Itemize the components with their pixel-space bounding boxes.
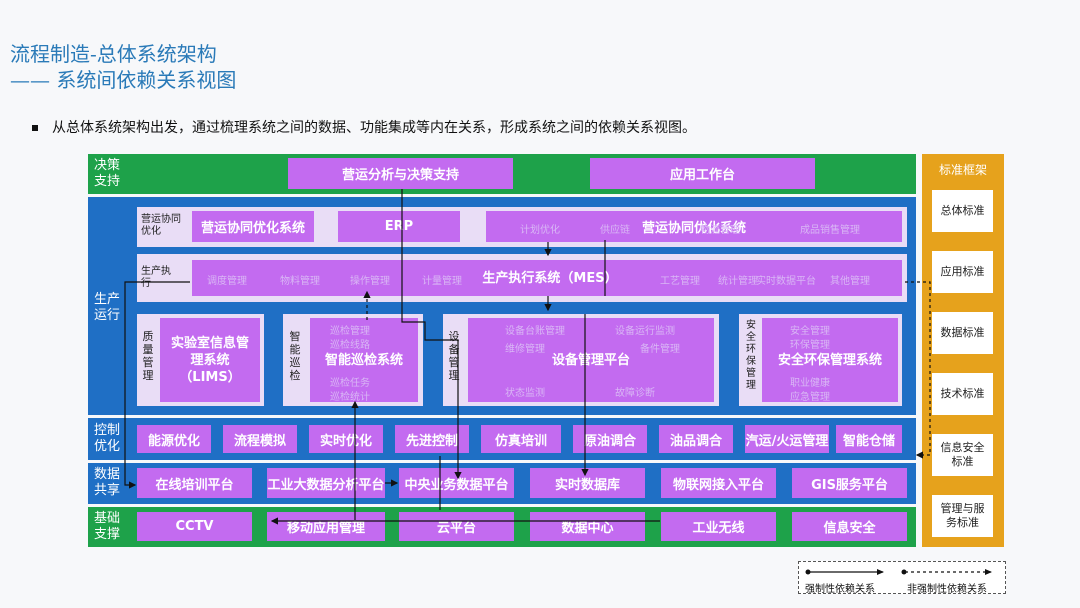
infra-item: 信息安全 <box>792 512 907 541</box>
production-label: 生产运行 <box>94 292 121 323</box>
ghost-label: 供应链 <box>600 225 630 236</box>
quality-label: 质量管理 <box>142 330 154 382</box>
ghost-label: 计划优化 <box>520 225 560 236</box>
ghost-label: 物流管理 <box>700 225 740 236</box>
ghost-label: 设备台账管理 <box>505 326 565 337</box>
data-item: 在线培训平台 <box>137 468 252 498</box>
ghost-label: 应急管理 <box>790 392 830 403</box>
ghost-label: 操作管理 <box>350 276 390 287</box>
ghost-label: 统计管理 <box>718 276 758 287</box>
ghost-label: 备件管理 <box>640 344 680 355</box>
standard-item: 总体标准 <box>932 190 993 232</box>
ghost-label: 职业健康 <box>790 378 830 389</box>
decision-label: 决策支持 <box>94 158 121 189</box>
ghost-label: 安全管理 <box>790 326 830 337</box>
data-item: GIS服务平台 <box>792 468 907 498</box>
inspection-label: 智能巡检 <box>289 330 301 382</box>
equipment-label: 设备管理 <box>448 330 460 382</box>
infra-label: 基础支撑 <box>94 511 121 542</box>
data-label: 数据共享 <box>94 467 121 498</box>
legend-weak-arrowhead <box>985 569 992 575</box>
standards-title: 标准框架 <box>938 163 987 177</box>
strong-dependency-arrow <box>401 189 462 480</box>
inspection-panel <box>310 318 418 402</box>
intro-bullet: 从总体系统架构出发，通过梳理系统之间的数据、功能集成等内在关系，形成系统之间的依… <box>32 117 696 137</box>
infra-item: CCTV <box>137 512 252 541</box>
control-item: 能源优化 <box>137 425 211 453</box>
control-item: 油品调合 <box>659 425 733 453</box>
data-item: 物联网接入平台 <box>661 468 776 498</box>
hse-panel <box>762 318 898 402</box>
hse-label: 安全环保管理 <box>746 320 756 391</box>
legend-weak-start-dot <box>901 569 907 575</box>
legend: 强制性依赖关系 非强制性依赖关系 <box>798 561 1006 595</box>
control-label: 控制优化 <box>94 423 121 454</box>
ghost-label: 调度管理 <box>207 276 247 287</box>
ghost-label: 设备运行监测 <box>615 326 675 337</box>
infra-item: 工业无线 <box>661 512 776 541</box>
equipment-system: 设备管理平台 <box>551 353 630 368</box>
prod-exec-label: 生产执行 <box>141 266 171 289</box>
strong-dependency-arrow <box>124 281 190 489</box>
weak-dependency-arrow <box>905 281 931 459</box>
legend-strong-start-dot <box>805 569 811 575</box>
inspection-system: 智能巡检系统 <box>324 353 403 368</box>
bullet-marker <box>32 125 38 131</box>
ghost-label: 故障诊断 <box>615 388 655 399</box>
legend-strong-arrowhead <box>877 569 884 575</box>
legend-weak-label: 非强制性依赖关系 <box>907 584 987 595</box>
lims-system: 实验室信息管理系统（LIMS） <box>160 318 260 402</box>
ghost-label: 实时数据平台 <box>756 276 816 287</box>
infra-item: 移动应用管理 <box>267 512 385 541</box>
equipment-panel <box>468 318 714 402</box>
erp-system: ERP <box>338 211 460 242</box>
data-item: 实时数据库 <box>530 468 645 498</box>
decision-item-analysis: 营运分析与决策支持 <box>288 158 513 189</box>
ops-collab-system-right: 营运协同优化系统 <box>486 211 902 242</box>
control-item: 智能仓储 <box>836 425 902 453</box>
ghost-label: 其他管理 <box>830 276 870 287</box>
page-subtitle: —— 系统间依赖关系视图 <box>10 68 237 92</box>
legend-lines <box>805 569 992 575</box>
ghost-label: 巡检线路 <box>330 340 370 351</box>
standard-item: 信息安全标准 <box>932 434 993 476</box>
decision-item-workbench: 应用工作台 <box>590 158 815 189</box>
ops-collab-label: 营运协同优化 <box>141 214 181 237</box>
ghost-label: 巡检管理 <box>330 326 370 337</box>
legend-strong-label: 强制性依赖关系 <box>805 584 875 595</box>
infra-item: 数据中心 <box>530 512 645 541</box>
page-title: 流程制造-总体系统架构 <box>10 42 217 66</box>
mes-bar <box>192 260 902 296</box>
ghost-label: 巡检统计 <box>330 392 370 403</box>
mes-system: 生产执行系统（MES） <box>482 271 618 286</box>
ghost-label: 物料管理 <box>280 276 320 287</box>
standard-item: 管理与服务标准 <box>932 495 993 537</box>
infra-item: 云平台 <box>399 512 514 541</box>
standard-item: 应用标准 <box>932 251 993 293</box>
control-item: 先进控制 <box>395 425 469 453</box>
ghost-label: 工艺管理 <box>660 276 700 287</box>
ghost-label: 维修管理 <box>505 344 545 355</box>
ops-collab-system-left: 营运协同优化系统 <box>192 211 314 242</box>
ghost-label: 巡检任务 <box>330 378 370 389</box>
standard-item: 数据标准 <box>932 312 993 354</box>
ghost-label: 状态监测 <box>505 388 545 399</box>
standard-item: 技术标准 <box>932 373 993 415</box>
ghost-label: 计量管理 <box>422 276 462 287</box>
control-item: 流程模拟 <box>223 425 297 453</box>
control-item: 实时优化 <box>309 425 383 453</box>
intro-text: 从总体系统架构出发，通过梳理系统之间的数据、功能集成等内在关系，形成系统之间的依… <box>52 120 696 136</box>
control-item: 仿真培训 <box>481 425 561 453</box>
hse-system: 安全环保管理系统 <box>777 353 882 368</box>
ghost-label: 成品销售管理 <box>800 225 860 236</box>
control-item: 汽运/火运管理 <box>745 425 829 453</box>
ghost-label: 环保管理 <box>790 340 830 351</box>
